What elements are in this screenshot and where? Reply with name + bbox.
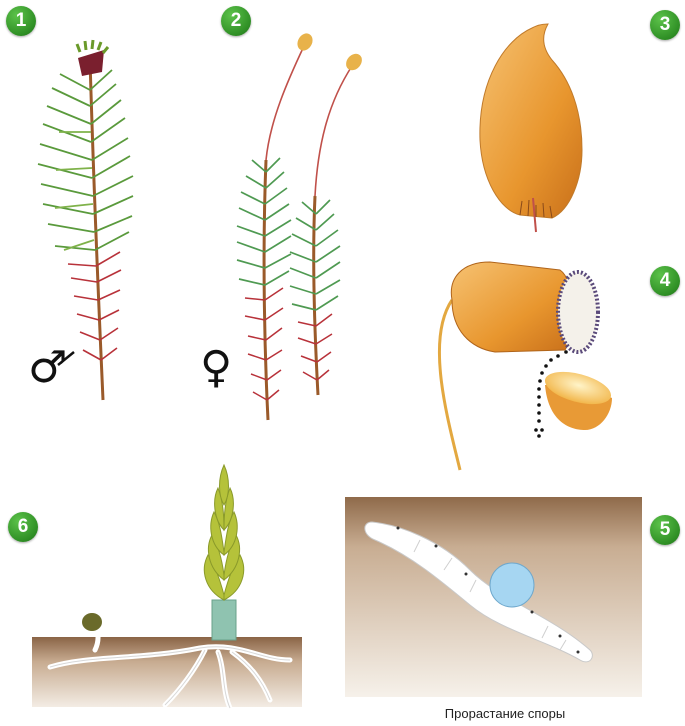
spore-germination-caption: Прорастание споры xyxy=(380,706,630,721)
spore-germination xyxy=(345,497,642,697)
badge-4: 4 xyxy=(650,266,680,296)
male-symbol-icon: ♂ xyxy=(28,346,67,390)
calyptra xyxy=(480,24,582,232)
badge-6: 6 xyxy=(8,512,38,542)
sporangium-capsule xyxy=(439,262,614,470)
badge-2: 2 xyxy=(221,6,251,36)
badge-1: 1 xyxy=(6,6,36,36)
badge-3: 3 xyxy=(650,10,680,40)
badge-5: 5 xyxy=(650,515,680,545)
female-moss-plants xyxy=(237,31,365,420)
protonema-young-plant xyxy=(32,465,302,708)
female-symbol-icon: ♀ xyxy=(200,346,232,390)
